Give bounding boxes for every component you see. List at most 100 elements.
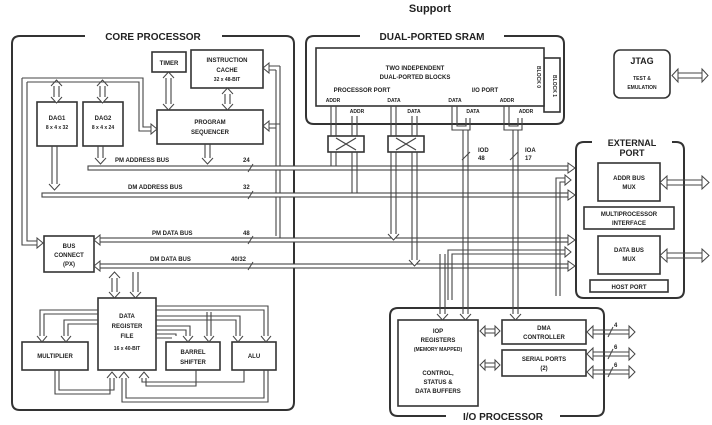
serial-width1-label: 6: [614, 345, 618, 351]
iop-label-4: CONTROL,: [422, 371, 454, 377]
pp-data2-label: DATA: [407, 109, 421, 115]
drf-label-3: FILE: [121, 334, 134, 340]
program-sequencer-box: [156, 109, 264, 145]
system-buses: PM ADDRESS BUS 24 DM ADDRESS BUS 32 PM D…: [41, 148, 576, 300]
sram-frame: [305, 35, 565, 125]
serial-ports-box: [501, 349, 587, 377]
dag1-box: [36, 101, 78, 147]
drf-size: 16 x 40-BIT: [114, 346, 140, 352]
sram-desc-line2: DUAL-PORTED BLOCKS: [380, 75, 451, 81]
core-processor-block: CORE PROCESSOR TIMER INSTRUCTION CACHE 3…: [11, 32, 295, 411]
instruction-cache-size: 32 x 48-BIT: [214, 77, 240, 83]
instruction-cache-label-2: CACHE: [216, 68, 237, 74]
addr-bus-mux-label-2: MUX: [622, 185, 635, 191]
multiprocessor-label-2: INTERFACE: [612, 221, 646, 227]
bus-connect-label-3: (PX): [63, 262, 75, 268]
host-port-box: [589, 279, 669, 293]
instruction-cache-label: INSTRUCTION: [207, 58, 248, 64]
jtag-box: [613, 49, 671, 99]
io-data2-label: DATA: [466, 109, 480, 115]
barrel-shifter-label: BARREL: [181, 350, 206, 356]
core-processor-label: CORE PROCESSOR: [105, 32, 201, 43]
bus-connect-label-2: CONNECT: [54, 253, 84, 259]
pm-data-bus-label: PM DATA BUS: [152, 231, 193, 237]
sram-desc-line1: TWO INDEPENDENT: [386, 66, 445, 72]
addr-bus-mux-box: [597, 162, 661, 202]
bus-connect-box: [43, 235, 95, 273]
sram-blocks-box: [315, 47, 545, 107]
iod-width: 48: [478, 156, 485, 162]
pm-data-bus-width: 48: [243, 231, 250, 237]
pp-addr2-label: ADDR: [350, 109, 365, 115]
instruction-cache-box: [190, 49, 264, 89]
dm-address-bus-label: DM ADDRESS BUS: [128, 185, 182, 191]
pm-address-bus-label: PM ADDRESS BUS: [115, 158, 169, 164]
io-addr2-label: ADDR: [519, 109, 534, 115]
jtag-line2: EMULATION: [627, 85, 657, 91]
pp-data-label: DATA: [387, 98, 401, 104]
processor-port-label: PROCESSOR PORT: [334, 88, 391, 94]
program-sequencer-label: PROGRAM: [194, 120, 225, 126]
bus-connect-label: BUS: [63, 244, 76, 250]
program-sequencer-label-2: SEQUENCER: [191, 130, 230, 136]
data-register-file-box: [97, 297, 157, 371]
ioa-width: 17: [525, 156, 532, 162]
dm-address-bus: [41, 192, 569, 198]
dm-address-bus-width: 32: [243, 185, 250, 191]
pm-data-bus: [97, 237, 569, 243]
jtag-block: JTAG TEST & EMULATION: [613, 49, 709, 99]
drf-connections: [36, 271, 272, 403]
dma-label-2: CONTROLLER: [523, 335, 565, 341]
io-port-label: I/O PORT: [472, 88, 499, 94]
dual-ported-sram-block: DUAL-PORTED SRAM TWO INDEPENDENT DUAL-PO…: [305, 32, 565, 300]
io-processor-block: I/O PROCESSOR IOP REGISTERS (MEMORY MAPP…: [389, 254, 636, 423]
dag1-label: DAG1: [49, 116, 66, 122]
timer-label: TIMER: [160, 61, 179, 67]
iop-registers-box: [397, 319, 479, 407]
host-port-label: HOST PORT: [611, 285, 646, 291]
serial-ports-label-2: (2): [540, 366, 547, 372]
jtag-line1: TEST &: [633, 76, 651, 82]
block0-label: BLOCK 0: [535, 66, 541, 88]
sram-switches: [327, 106, 523, 300]
iop-label-6: DATA BUFFERS: [415, 389, 461, 395]
core-processor-frame: [11, 35, 295, 411]
dm-data-bus-label: DM DATA BUS: [150, 257, 191, 263]
iop-label-2: REGISTERS: [421, 338, 456, 344]
barrel-shifter-label-2: SHIFTER: [180, 360, 206, 366]
data-bus-mux-label: DATA BUS: [614, 248, 644, 254]
drf-label: DATA: [119, 314, 135, 320]
pm-address-bus: [87, 165, 569, 171]
data-bus-mux-box: [597, 235, 661, 275]
sram-label: DUAL-PORTED SRAM: [380, 32, 485, 43]
jtag-title: JTAG: [630, 56, 653, 66]
ioa-label: IOA: [525, 148, 536, 154]
iod-label: IOD: [478, 148, 489, 154]
dma-controller-box: [501, 319, 587, 345]
io-data-label: DATA: [448, 98, 462, 104]
external-port-block: EXTERNAL PORT ADDR BUS MUX MULTIPROCESSO…: [575, 138, 710, 299]
multiplier-label: MULTIPLIER: [37, 354, 73, 360]
io-addr-label: ADDR: [500, 98, 515, 104]
alu-label: ALU: [248, 354, 260, 360]
dma-label: DMA: [537, 326, 551, 332]
drf-label-2: REGISTER: [112, 324, 143, 330]
dag1-spec: 8 x 4 x 32: [46, 125, 68, 131]
serial-ports-label: SERIAL PORTS: [522, 357, 566, 363]
barrel-shifter-box: [165, 341, 221, 371]
dma-width-label: 4: [614, 323, 618, 329]
serial-width2-label: 6: [614, 363, 618, 369]
dag2-spec: 8 x 4 x 24: [92, 125, 114, 131]
data-bus-mux-label-2: MUX: [622, 257, 635, 263]
iop-label: IOP: [433, 329, 443, 335]
diagram-title: Support: [409, 3, 451, 15]
external-port-label-2: PORT: [619, 148, 645, 158]
dag2-label: DAG2: [95, 116, 112, 122]
multiprocessor-label: MULTIPROCESSOR: [601, 212, 658, 218]
iop-label-5: STATUS &: [423, 380, 453, 386]
dm-data-bus-width: 40/32: [231, 257, 247, 263]
io-processor-label: I/O PROCESSOR: [463, 412, 544, 423]
pm-address-bus-width: 24: [243, 158, 250, 164]
pp-addr-label: ADDR: [326, 98, 341, 104]
